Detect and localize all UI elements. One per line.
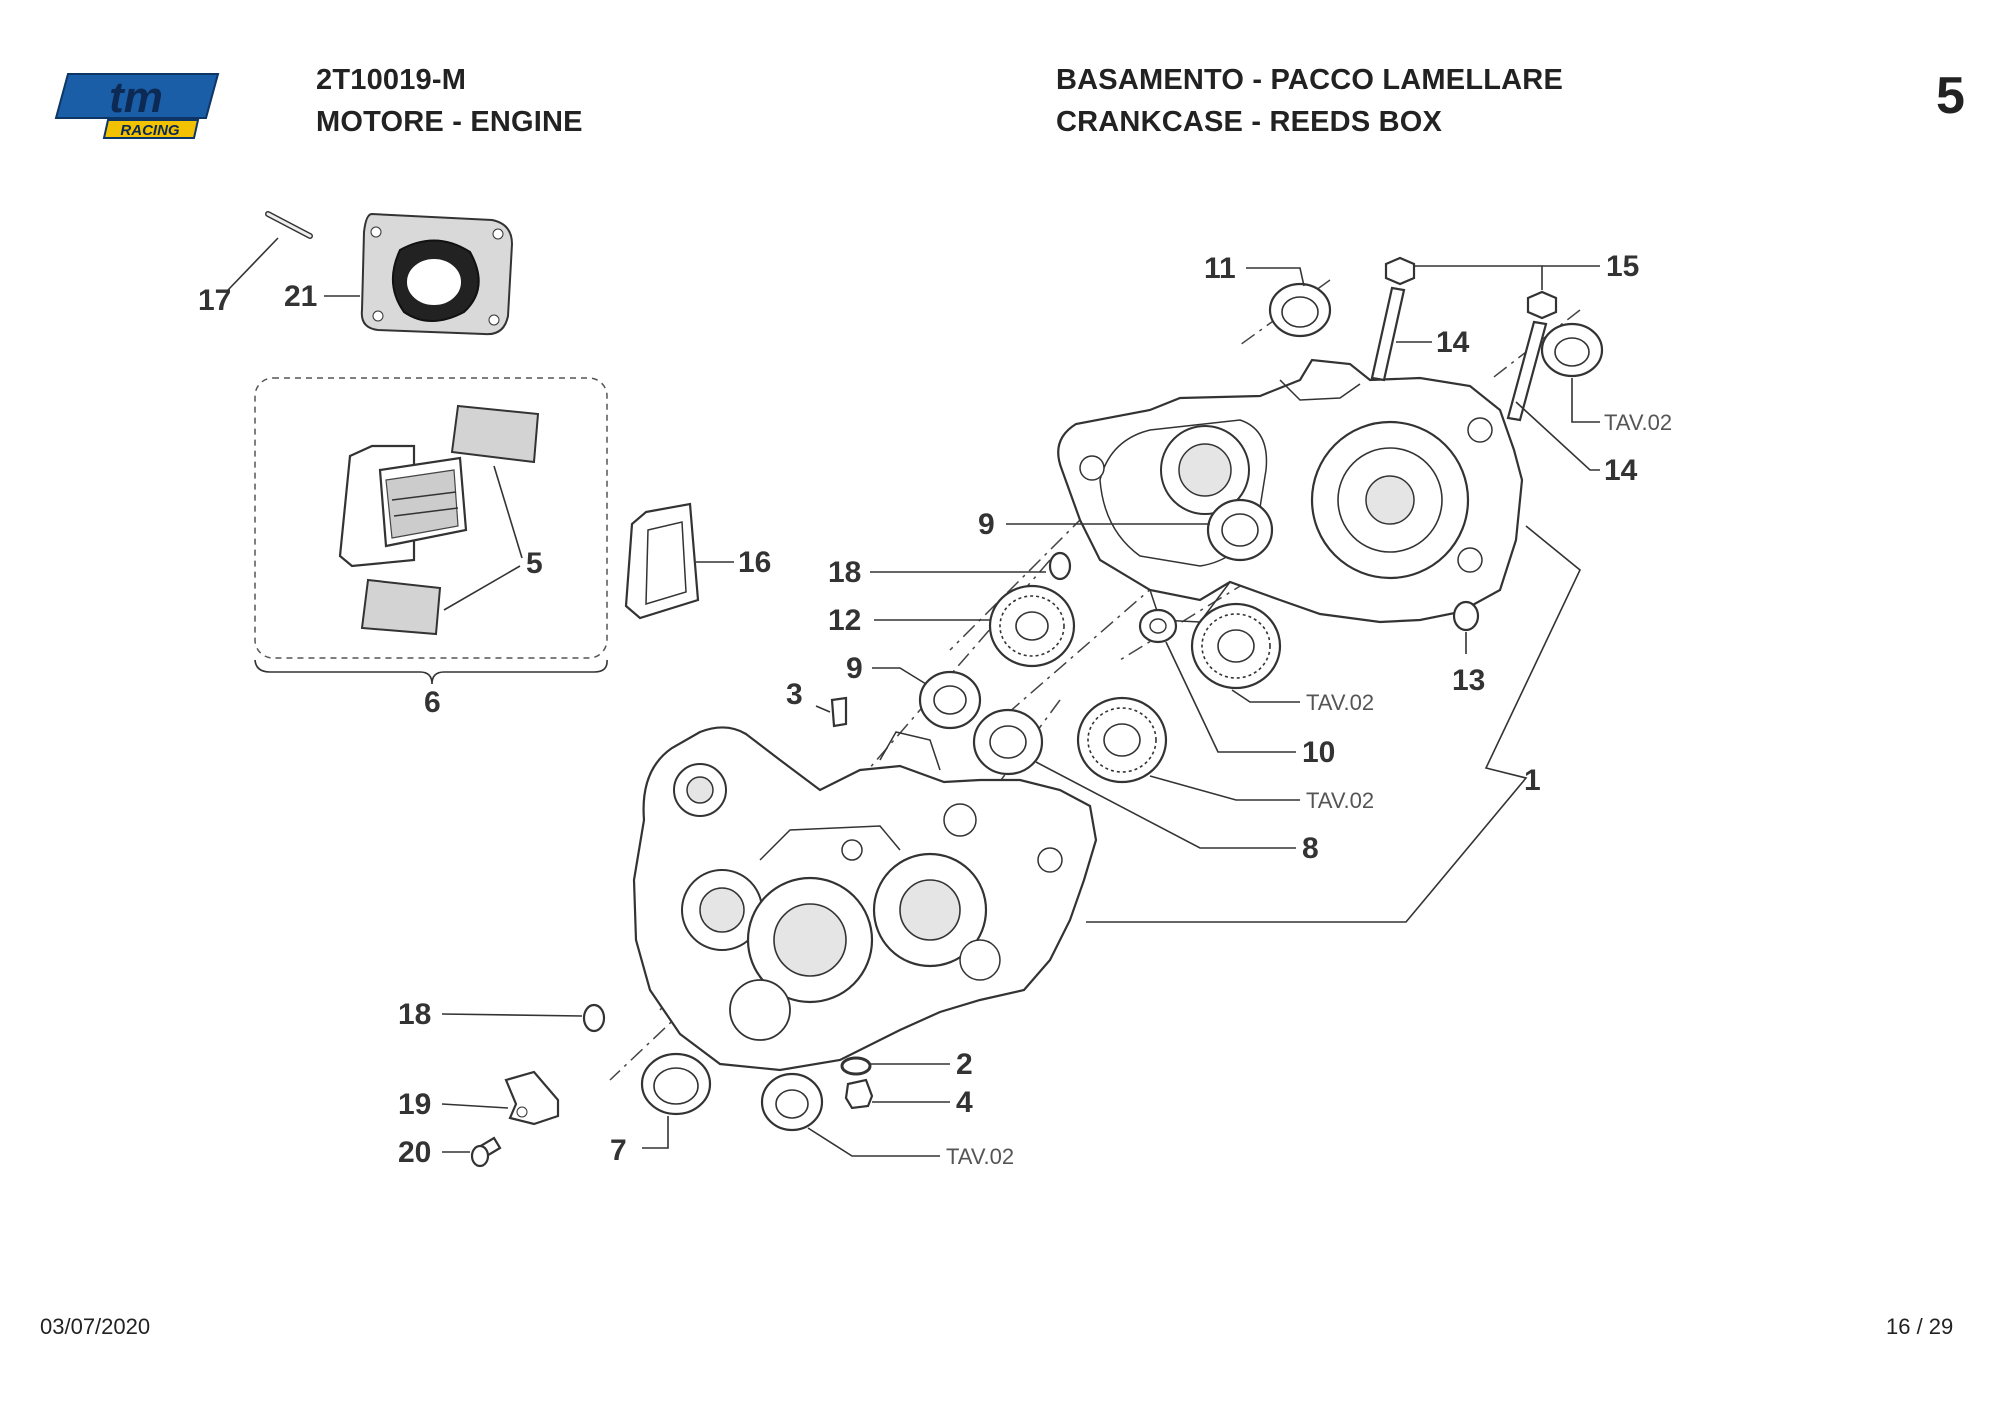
page-title-italian: BASAMENTO - PACCO LAMELLARE [1056,64,1563,96]
bearing-main-upper [1190,602,1282,690]
label-19: 19 [398,1088,431,1121]
part-20-bolt [470,1136,502,1168]
part-9-seal-upper [1206,498,1274,562]
part-4-drain-plug [844,1078,874,1110]
label-tav02-upper-bearing: TAV.02 [1306,690,1374,715]
label-6: 6 [424,686,441,719]
page-title-english: CRANKCASE - REEDS BOX [1056,106,1443,138]
bearing-top-right [1540,322,1604,378]
part-8-oil-seal [972,708,1044,776]
logo-sub-text: RACING [120,122,179,139]
footer-page-count: 16 / 29 [1886,1314,1954,1339]
label-10: 10 [1302,736,1335,769]
part-12-bearing [988,584,1076,668]
part-7-oil-seal [640,1052,712,1116]
label-18-lower: 18 [398,998,431,1031]
bearing-main-lower [1076,696,1168,784]
part-9-seal-lower [918,670,982,730]
label-11: 11 [1204,252,1236,285]
footer-date: 03/07/2020 [40,1314,151,1339]
label-17: 17 [198,284,231,317]
part-15-nut-left [1384,256,1416,286]
part-18-dowel-upper [1048,551,1072,581]
part-14-stud-left [1370,286,1406,382]
label-9-lower: 9 [846,652,863,685]
part-2-o-ring [840,1056,872,1076]
part-17-pin [265,211,313,239]
label-tav02-bottom: TAV.02 [946,1144,1014,1169]
label-21: 21 [284,280,317,313]
label-12: 12 [828,604,861,637]
label-13: 13 [1452,664,1485,697]
part-16-gasket [624,502,700,620]
part-11-oil-seal [1268,282,1332,338]
reed-box-group-frame [254,377,608,659]
part-10-bushing [1138,608,1178,644]
logo-main-text: tm [109,73,163,122]
label-16: 16 [738,546,771,579]
part-21-intake-manifold [360,212,514,336]
label-9-upper: 9 [978,508,995,541]
part-5-reed-petal-lower [360,578,442,636]
label-14-lower: 14 [1604,454,1638,487]
tm-racing-logo: tm RACING [54,73,220,139]
label-1: 1 [1524,764,1541,797]
label-14-upper: 14 [1436,326,1470,359]
part-19-bracket [504,1070,560,1126]
part-18-dowel-lower [582,1003,606,1033]
label-15: 15 [1606,250,1639,283]
part-15-nut-right [1526,290,1558,320]
label-5: 5 [526,547,543,580]
label-7: 7 [610,1134,627,1167]
catalog-group: MOTORE - ENGINE [316,106,583,138]
label-18-upper: 18 [828,556,861,589]
label-2: 2 [956,1048,973,1081]
part-reed-block [338,444,468,568]
table-number: 5 [1936,67,1965,125]
label-8: 8 [1302,832,1319,865]
bearing-bottom-center [760,1072,824,1132]
part-1-crankcase-upper-half [1057,358,1524,624]
label-20: 20 [398,1136,431,1169]
part-3-screw [830,696,848,728]
label-tav02-top-right: TAV.02 [1604,410,1672,435]
part-5-reed-petal-upper [450,404,540,464]
label-tav02-lower-bearing: TAV.02 [1306,788,1374,813]
part-1-crankcase-lower-half [632,726,1098,1072]
label-3: 3 [786,678,803,711]
catalog-code: 2T10019-M [316,64,467,96]
part-14-stud-right [1506,320,1548,422]
label-4: 4 [956,1086,973,1119]
part-13-dowel [1452,600,1480,632]
